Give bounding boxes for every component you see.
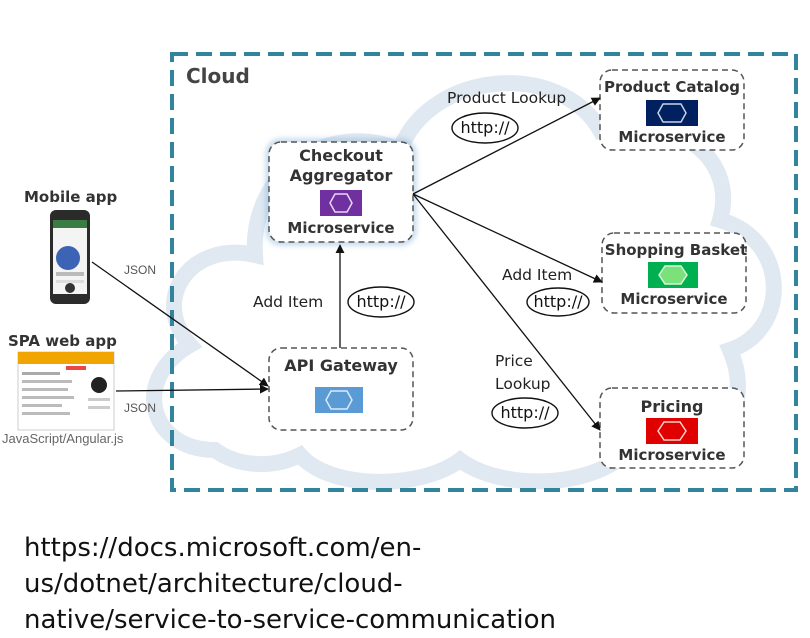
http-bubble-gateway [347, 286, 415, 318]
pricing-title: Pricing [640, 397, 704, 416]
edge-spa-to-gateway [115, 384, 269, 394]
basket-microservice-label: Microservice [620, 290, 728, 308]
source-url[interactable]: https://docs.microsoft.com/en-us/dotnet/… [24, 530, 794, 638]
checkout-service-icon [320, 190, 362, 216]
source-url-line1: https://docs.microsoft.com/en-us/dotnet/… [24, 533, 422, 599]
http-label-gateway: http:// [356, 292, 406, 311]
cloud-label: Cloud [186, 64, 250, 88]
spa-app-label: SPA web app [8, 332, 117, 350]
basket-title: Shopping Basket [604, 241, 748, 259]
catalog-service-icon [646, 100, 698, 126]
catalog-microservice-label: Microservice [618, 128, 726, 146]
cloud-boundary [170, 52, 798, 492]
http-bubble-catalog [451, 112, 519, 144]
http-label-basket: http:// [533, 292, 583, 311]
add-item-label-right: Add Item [502, 266, 573, 284]
pricing-service-icon [646, 418, 698, 444]
diagram-canvas [17, 52, 798, 492]
price-lookup-line2: Lookup [495, 375, 551, 393]
http-label-catalog: http:// [460, 118, 510, 137]
mobile-phone-image [50, 210, 90, 304]
edge-mobile-to-gateway [91, 261, 269, 387]
gateway-service-icon [315, 387, 363, 413]
pricing-microservice-label: Microservice [618, 446, 726, 464]
checkout-microservice-label: Microservice [287, 219, 395, 237]
checkout-title: Checkout Aggregator [269, 146, 413, 186]
price-lookup-line1: Price [495, 352, 533, 370]
checkout-title-line2: Aggregator [289, 166, 393, 185]
source-url-line2: native/service-to-service-communication [24, 605, 557, 635]
api-gateway-title: API Gateway [284, 356, 398, 375]
edge-checkout-to-catalog [412, 97, 601, 195]
product-lookup-label: Product Lookup [447, 89, 567, 107]
spa-tech-label: JavaScript/Angular.js [2, 431, 124, 446]
http-bubble-pricing [491, 397, 559, 429]
http-label-pricing: http:// [500, 403, 550, 422]
checkout-title-line1: Checkout [299, 146, 383, 165]
edge-checkout-to-pricing [412, 193, 601, 431]
catalog-title: Product Catalog [603, 78, 740, 96]
cloud-shape [146, 75, 782, 490]
json-label-mobile: JSON [124, 263, 157, 277]
basket-service-icon [648, 262, 698, 288]
price-lookup-label: Price Lookup [495, 350, 551, 396]
http-bubble-basket [526, 287, 590, 317]
add-item-label-left: Add Item [253, 293, 324, 311]
mobile-app-label: Mobile app [24, 188, 118, 206]
spa-browser-image [17, 351, 115, 431]
json-label-spa: JSON [124, 401, 157, 415]
edge-checkout-to-basket [412, 193, 603, 283]
